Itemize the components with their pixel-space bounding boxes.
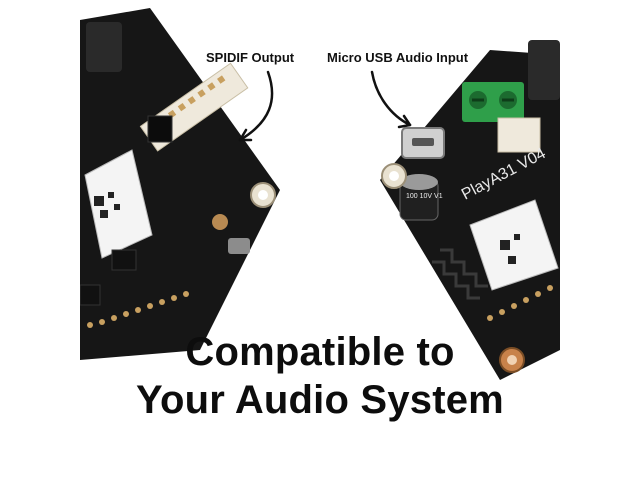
right-audio-board: 100 10V V1 PlayA31 V04 (380, 40, 560, 380)
usb-callout-label: Micro USB Audio Input (327, 50, 469, 65)
pcb-antenna (432, 248, 488, 300)
headline-line-1: Compatible to (185, 330, 455, 374)
micro-usb-port (401, 127, 445, 159)
gold-pads-left (87, 291, 189, 328)
audio-jack-left (86, 22, 122, 72)
capacitor-print: 100 10V V1 (406, 193, 443, 200)
board-illustration: 100 10V V1 PlayA31 V04 (80, 8, 560, 380)
qr-code-left (94, 192, 120, 218)
chip-left-1 (147, 115, 173, 143)
left-audio-board (80, 8, 280, 360)
green-terminal-block (462, 82, 524, 122)
photo-frame: 100 10V V1 PlayA31 V04 (80, 0, 560, 480)
spdif-callout-label: SPIDIF Output (206, 50, 295, 65)
audio-jack-right (528, 40, 560, 100)
arrow-spdif (238, 70, 274, 142)
capacitor: 100 10V V1 (399, 174, 443, 221)
gold-pads-right (487, 285, 553, 321)
chip-left-2 (111, 249, 137, 271)
wifi-module-right (469, 199, 559, 291)
white-header-right (497, 117, 541, 153)
callout-arrows (238, 70, 412, 142)
headline-line-2: Your Audio System (136, 378, 504, 422)
antenna-connector (212, 214, 228, 230)
rca-stub (228, 238, 250, 254)
chip-left-3 (80, 284, 101, 306)
arrow-usb (370, 70, 412, 127)
qr-code-right (500, 234, 520, 264)
